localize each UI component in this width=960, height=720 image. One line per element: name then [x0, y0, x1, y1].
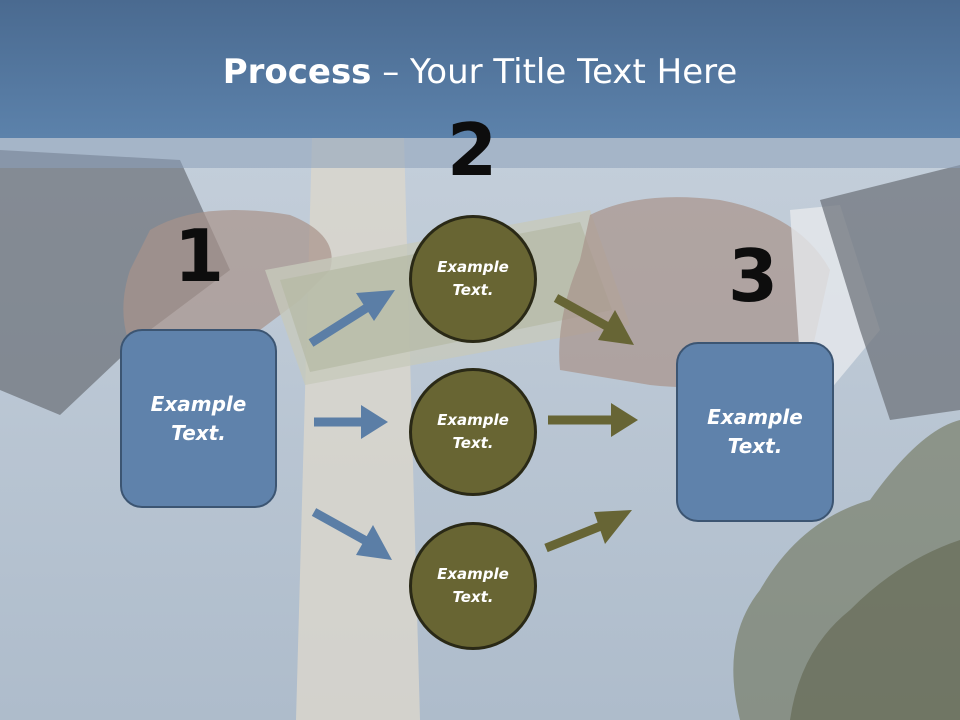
title-bar-band — [0, 138, 960, 168]
left-text-box[interactable]: Example Text. — [120, 329, 277, 508]
step-number-3: 3 — [727, 234, 779, 318]
title-rest: – Your Title Text Here — [371, 52, 738, 92]
title-bar — [0, 0, 960, 138]
step-number-2: 2 — [446, 108, 498, 192]
circle-top-text: Example Text. — [437, 258, 509, 299]
slide-title[interactable]: Process – Your Title Text Here — [0, 52, 960, 92]
circle-bottom[interactable]: Example Text. — [409, 522, 537, 650]
circle-top[interactable]: Example Text. — [409, 215, 537, 343]
circle-middle[interactable]: Example Text. — [409, 368, 537, 496]
title-bold: Process — [222, 52, 372, 92]
right-box-text: Example Text. — [707, 405, 803, 458]
circle-bottom-text: Example Text. — [437, 565, 509, 606]
left-box-text: Example Text. — [150, 391, 247, 445]
step-number-1: 1 — [173, 214, 225, 298]
right-text-box[interactable]: Example Text. — [676, 342, 834, 522]
circle-middle-text: Example Text. — [437, 411, 509, 452]
